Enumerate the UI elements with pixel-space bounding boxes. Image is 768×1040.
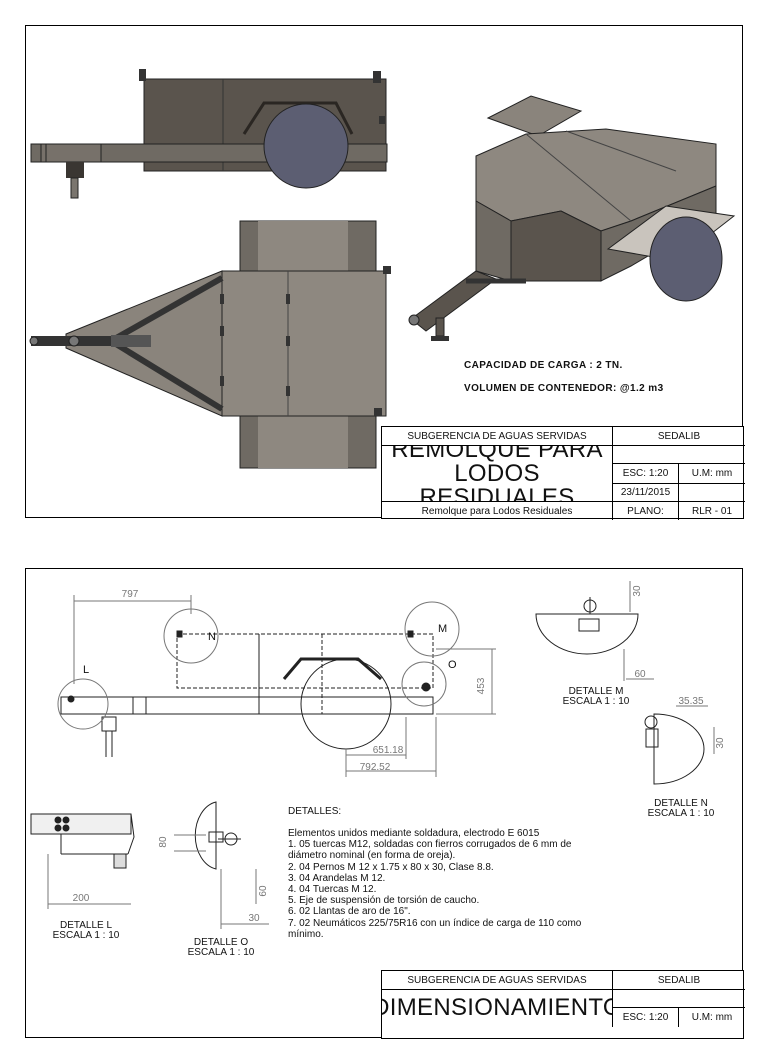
dim-651: 651.18 xyxy=(373,745,404,756)
description-cell: Remolque para Lodos Residuales xyxy=(382,501,612,520)
org-name: SUBGERENCIA DE AGUAS SERVIDAS xyxy=(407,430,587,442)
detail-n-drawing xyxy=(644,713,705,785)
note-line: 2. 04 Pernos M 12 x 1.75 x 80 x 30, Clas… xyxy=(288,861,494,873)
detail-l-dims xyxy=(47,854,131,909)
dim-30-n: 30 xyxy=(715,737,726,749)
units-cell: U.M: mm xyxy=(678,463,745,483)
scale-cell: ESC: 1:20 xyxy=(612,463,678,483)
note-line: Elementos unidos mediante soldadura, ele… xyxy=(288,828,540,839)
title-line-2: LODOS RESIDUALES xyxy=(419,459,575,501)
top-view xyxy=(29,220,391,469)
note-line: 6. 02 Llantas de aro de 16". xyxy=(288,906,411,918)
blank-cell-2 xyxy=(678,483,745,501)
callout-O: O xyxy=(448,659,457,671)
org-name-2: SUBGERENCIA DE AGUAS SERVIDAS xyxy=(407,974,587,986)
capacity-note: CAPACIDAD DE CARGA : 2 TN. xyxy=(464,360,623,371)
detail-o-drawing xyxy=(194,801,241,870)
detail-n-name: DETALLE N xyxy=(654,798,708,809)
company-name: SEDALIB xyxy=(612,427,745,445)
detail-o-dims xyxy=(174,834,269,929)
dim-3535: 35.35 xyxy=(678,696,703,707)
dim-797: 797 xyxy=(122,589,139,600)
dim-30-o: 30 xyxy=(248,913,260,924)
title-block-1: SUBGERENCIA DE AGUAS SERVIDAS SEDALIB RE… xyxy=(381,426,745,520)
company-name-2: SEDALIB xyxy=(612,971,745,989)
date-cell: 23/11/2015 xyxy=(612,483,678,501)
isometric-view xyxy=(408,95,736,341)
detail-m-drawing xyxy=(535,597,639,655)
drawing-title: REMOLQUE PARA LODOS RESIDUALES xyxy=(382,445,612,501)
detail-n-scale: ESCALA 1 : 10 xyxy=(647,808,715,819)
detail-l-name: DETALLE L xyxy=(59,920,113,931)
detail-m-name: DETALLE M xyxy=(568,686,624,697)
title-block-2: SUBGERENCIA DE AGUAS SERVIDAS SEDALIB DI… xyxy=(381,970,745,1040)
dim-60-o: 60 xyxy=(258,885,269,897)
detail-l-scale: ESCALA 1 : 10 xyxy=(52,930,120,941)
callout-M: M xyxy=(438,623,447,635)
detail-o-name: DETALLE O xyxy=(193,937,249,948)
detail-l-drawing xyxy=(30,813,135,869)
note-line: 5. Eje de suspensión de torsión de cauch… xyxy=(288,895,480,907)
detail-m-label: DETALLE M ESCALA 1 : 10 xyxy=(546,687,646,707)
drawing-sheet-2: 797 453 651.18 792.52 N M O L 30 60 xyxy=(25,568,745,1040)
blank-cell-3 xyxy=(612,989,745,1007)
note-line: 4. 04 Tuercas M 12. xyxy=(288,884,377,896)
note-line: mínimo. xyxy=(288,928,324,940)
units-cell-2: U.M: mm xyxy=(678,1007,745,1027)
dimension-views: 797 453 651.18 792.52 N M O L 30 60 xyxy=(30,581,726,929)
side-view xyxy=(30,69,388,199)
trailer-views xyxy=(29,69,736,469)
detail-o-scale: ESCALA 1 : 10 xyxy=(187,947,255,958)
drawing-sheet-1: CAPACIDAD DE CARGA : 2 TN. VOLUMEN DE CO… xyxy=(25,25,745,520)
dim-453: 453 xyxy=(476,677,487,694)
note-line: 7. 02 Neumáticos 225/75R16 con un índice… xyxy=(288,917,582,929)
detail-l-label: DETALLE L ESCALA 1 : 10 xyxy=(31,921,141,941)
volume-note: VOLUMEN DE CONTENEDOR: @1.2 m3 xyxy=(464,383,664,394)
title-line-1: REMOLQUE PARA xyxy=(391,445,603,463)
dimension-lines xyxy=(73,595,496,777)
blank-cell xyxy=(612,445,745,463)
notes-list: Elementos unidos mediante soldadura, ele… xyxy=(288,828,581,940)
plano-number: RLR - 01 xyxy=(678,501,745,520)
detail-o-label: DETALLE O ESCALA 1 : 10 xyxy=(171,938,271,958)
scale-cell-2: ESC: 1:20 xyxy=(612,1007,678,1027)
callout-N: N xyxy=(208,631,216,643)
detail-n-label: DETALLE N ESCALA 1 : 10 xyxy=(636,799,726,819)
dim-30-m: 30 xyxy=(632,585,643,597)
plano-label: PLANO: xyxy=(612,501,678,520)
detail-m-scale: ESCALA 1 : 10 xyxy=(562,696,630,707)
detail-n-dims xyxy=(676,705,715,754)
notes-header: DETALLES: xyxy=(288,806,342,817)
dim-200: 200 xyxy=(73,893,90,904)
callout-L: L xyxy=(83,664,89,676)
note-line: diámetro nominal (en forma de oreja). xyxy=(288,850,456,862)
dim-80: 80 xyxy=(158,836,169,848)
note-line: 3. 04 Arandelas M 12. xyxy=(288,872,386,884)
note-line: 1. 05 tuercas M12, soldadas con fierros … xyxy=(288,839,572,851)
drawing-title-2: DIMENSIONAMIENTO xyxy=(382,989,612,1040)
title-2: DIMENSIONAMIENTO xyxy=(382,994,612,1021)
side-elevation xyxy=(57,601,460,757)
dim-60-m: 60 xyxy=(634,669,646,680)
dim-792: 792.52 xyxy=(360,762,391,773)
detail-m-dims xyxy=(623,581,654,681)
